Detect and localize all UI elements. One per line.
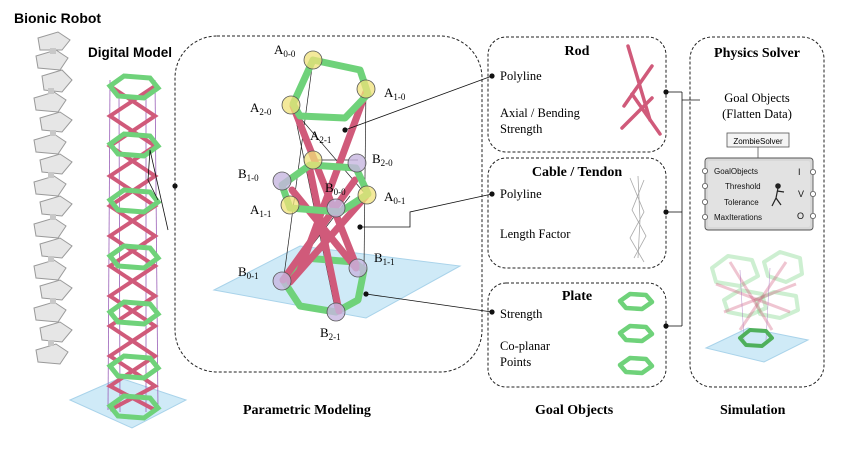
label-B00: B0-0 [325,180,346,197]
solver-goal-line1: Goal Objects [724,91,790,105]
input-port-4 [702,213,709,220]
tower-base-plate [68,377,188,429]
parametric-modeling-label: Parametric Modeling [243,403,371,418]
cable-param-length: Length Factor [500,227,571,241]
bionic-robot-image [33,31,73,365]
node-B21 [326,302,346,322]
solver-goal-line2: (Flatten Data) [722,107,792,121]
cable-param-polyline: Polyline [500,187,542,201]
node-A21 [303,150,323,170]
rod-param-polyline: Polyline [500,69,542,83]
goal-objects-label: Goal Objects [535,403,614,418]
output-v: V [798,189,804,199]
zombie-icon [771,183,785,207]
output-port-1 [810,168,817,175]
plate-param-coplanar: Co-planar [500,339,551,353]
plate-param-strength: Strength [500,307,543,321]
plate-title: Plate [562,289,592,304]
label-B20: B2-0 [372,151,393,168]
node-A00 [303,50,323,70]
plate-icon [617,291,655,376]
component-name: ZombieSolver [733,137,783,146]
input-threshold: Threshold [725,182,761,191]
physics-solver-title: Physics Solver [714,46,800,61]
node-B20 [347,153,367,173]
rod-param-axial: Axial / Bending [500,106,581,120]
physics-solver-panel [689,36,825,388]
input-port-2 [702,182,709,189]
label-A11: A1-1 [250,202,271,219]
output-o: O [797,211,804,221]
output-port-3 [810,212,817,219]
input-goalobjects: GoalObjects [714,167,758,176]
rod-title: Rod [565,44,590,59]
rod-panel [487,36,667,153]
label-A10: A1-0 [384,85,406,102]
label-B21: B2-1 [320,325,341,342]
label-A21: A2-1 [310,128,331,145]
goal-connectors [344,75,493,313]
input-tolerance: Tolerance [724,198,759,207]
output-port-2 [810,190,817,197]
simulation-image [704,250,810,363]
node-A01 [357,185,377,205]
node-B10 [272,171,292,191]
bionic-robot-label: Bionic Robot [14,10,101,26]
label-A01: A0-1 [384,189,405,206]
digital-model-label: Digital Model [88,45,172,60]
node-B00 [326,198,346,218]
label-B10: B1-0 [238,166,259,183]
rod-param-strength: Strength [500,122,543,136]
node-A11 [280,195,300,215]
label-A20: A2-0 [250,100,272,117]
solver-bracket [666,91,700,327]
zombie-solver-component: ZombieSolver GoalObjects Threshold Toler… [702,132,817,231]
simulation-bottom-plate [738,328,774,348]
parametric-modeling-frame [174,35,483,373]
rod-icon [620,44,662,136]
label-B11: B1-1 [374,250,395,267]
node-B11 [348,258,368,278]
digital-model-tower [68,73,188,429]
output-i: I [798,167,801,177]
plate-param-points: Points [500,355,531,369]
node-B01 [272,271,292,291]
input-maxiterations: MaxIterations [714,213,762,222]
simulation-label: Simulation [720,403,786,418]
tower-connector [147,149,169,231]
node-A10 [356,79,376,99]
node-A20 [281,95,301,115]
label-B01: B0-1 [238,264,259,281]
cable-title: Cable / Tendon [532,165,622,180]
input-port-1 [702,167,709,174]
parametric-tower: A0-0 A1-0 A2-0 A2-1 B1-0 B2-0 B0-0 A1-1 … [212,42,462,342]
label-A00: A0-0 [274,42,296,59]
input-port-3 [702,198,709,205]
plate-panel [487,282,667,388]
cable-icon [629,175,647,263]
